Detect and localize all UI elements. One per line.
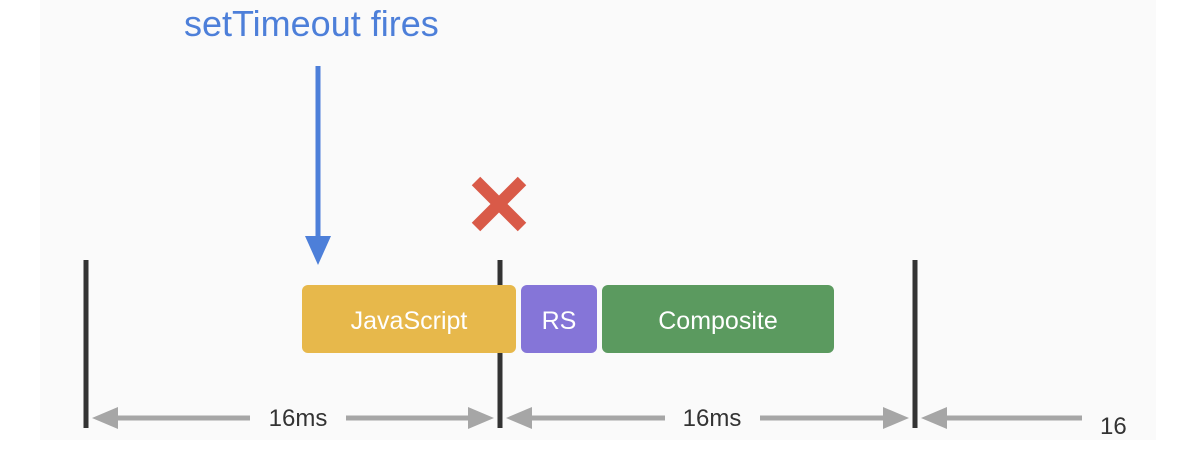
diagram-panel	[40, 0, 1156, 440]
settimeout-label: setTimeout fires	[184, 3, 439, 44]
composite-block: Composite	[602, 285, 834, 353]
rs-block-label: RS	[542, 307, 577, 335]
composite-block-label: Composite	[658, 307, 778, 335]
frame-duration-arrow: 16ms	[506, 405, 909, 432]
javascript-block: JavaScript	[302, 285, 516, 353]
settimeout-arrow	[305, 66, 331, 265]
rs-block: RS	[521, 285, 597, 353]
javascript-block-label: JavaScript	[351, 307, 468, 335]
frame-duration-label: 16ms	[269, 405, 328, 432]
frame-duration-arrow: 16ms	[92, 405, 494, 432]
frame-duration-label: 16ms	[683, 405, 742, 432]
x-icon	[471, 176, 527, 232]
frame-duration-arrow: 16	[921, 407, 1127, 440]
frame-duration-label: 16	[1100, 413, 1127, 440]
